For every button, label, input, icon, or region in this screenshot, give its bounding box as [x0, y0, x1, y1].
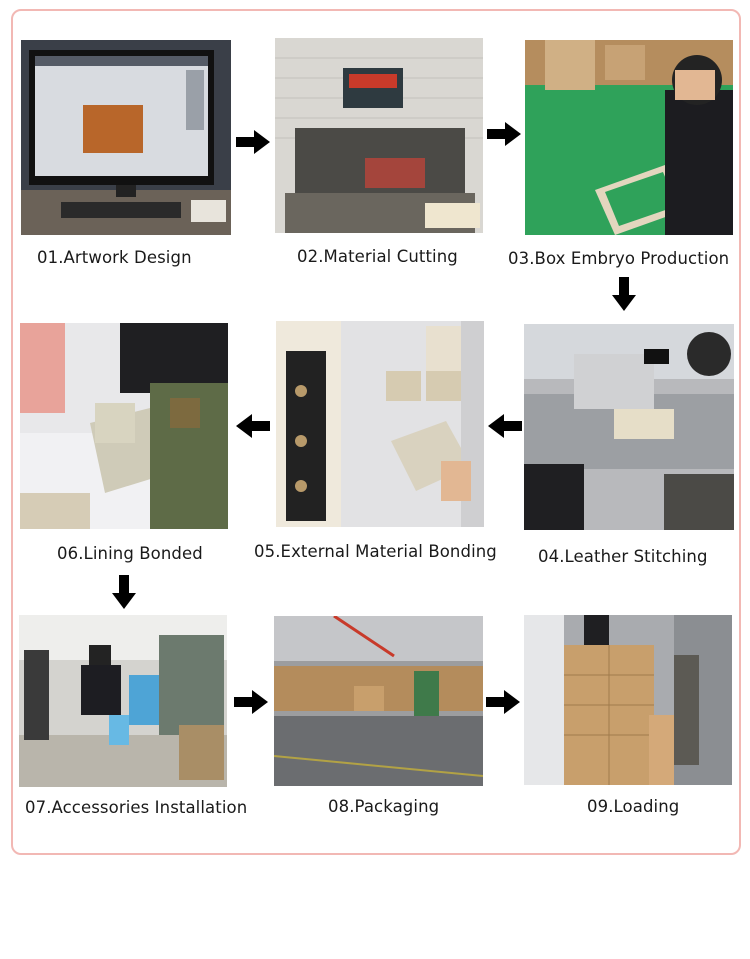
photo-accessories-installation [19, 615, 227, 787]
arrow-left-icon [236, 414, 270, 438]
photo-lining-bonded [20, 323, 228, 529]
arrow-right-icon [487, 122, 521, 146]
photo-artwork-design [21, 40, 231, 235]
arrow-down-icon [112, 575, 136, 609]
arrow-right-icon [236, 130, 270, 154]
photo-material-cutting [275, 38, 483, 233]
arrow-left-icon [488, 414, 522, 438]
photo-loading [524, 615, 732, 785]
step-label-05: 05.External Material Bonding [254, 542, 497, 561]
step-label-09: 09.Loading [587, 797, 680, 816]
step-label-07: 07.Accessories Installation [25, 798, 248, 817]
photo-packaging [274, 616, 483, 786]
step-label-08: 08.Packaging [328, 797, 440, 816]
arrow-right-icon [486, 690, 520, 714]
process-frame [11, 9, 741, 855]
step-label-02: 02.Material Cutting [297, 247, 458, 266]
arrow-right-icon [234, 690, 268, 714]
step-label-01: 01.Artwork Design [37, 248, 192, 267]
step-label-04: 04.Leather Stitching [538, 547, 708, 566]
step-label-03: 03.Box Embryo Production [508, 249, 730, 268]
step-label-06: 06.Lining Bonded [57, 544, 203, 563]
arrow-down-icon [612, 277, 636, 311]
photo-box-embryo-production [525, 40, 733, 235]
photo-external-material-bonding [276, 321, 484, 527]
photo-leather-stitching [524, 324, 734, 530]
